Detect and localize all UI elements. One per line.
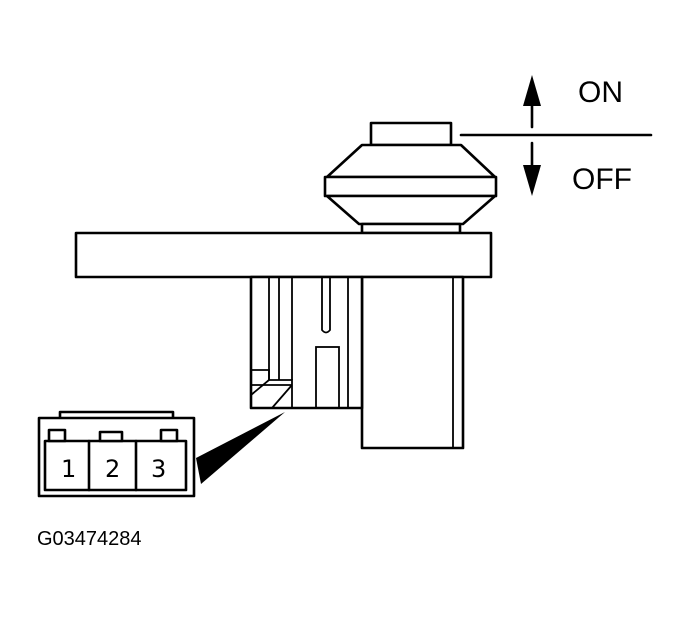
off-arrow-icon: [523, 141, 541, 196]
pin-1-label: 1: [61, 455, 76, 483]
connector-pointer: [196, 412, 285, 484]
switch-plunger: [323, 121, 498, 235]
connector-housing: [249, 275, 364, 410]
on-arrow-icon: [523, 75, 541, 129]
mounting-bracket: [74, 231, 493, 279]
on-label: ON: [578, 76, 623, 109]
pin-2-label: 2: [105, 455, 120, 483]
connector-face: [37, 410, 196, 498]
pin-3-label: 3: [151, 455, 166, 483]
off-label: OFF: [572, 163, 632, 196]
switch-body: [360, 275, 465, 450]
figure-code: G03474284: [37, 528, 142, 550]
